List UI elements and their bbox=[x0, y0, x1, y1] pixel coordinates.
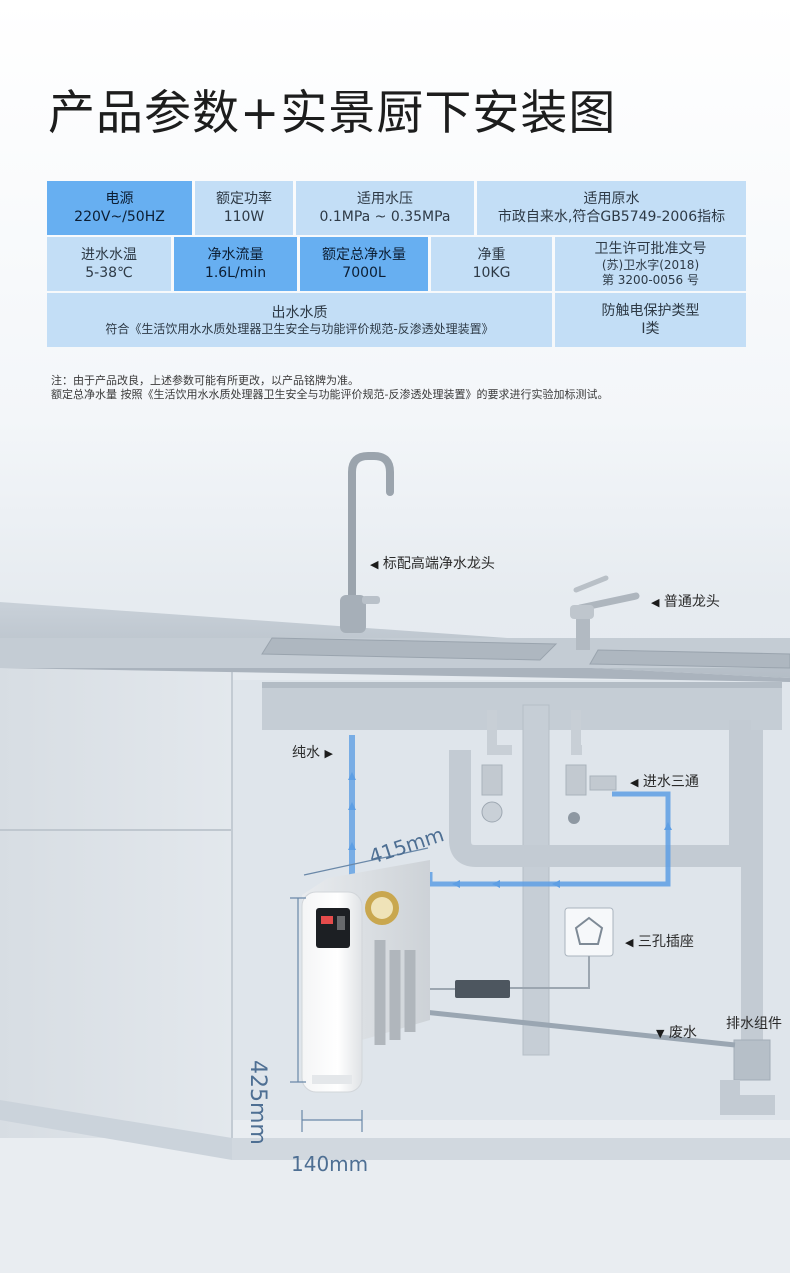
spec-pressure: 适用水压 0.1MPa ~ 0.35MPa bbox=[296, 181, 474, 235]
pointer-icon: ◀ bbox=[370, 558, 379, 571]
supply-valve-right bbox=[565, 710, 617, 824]
spec-label: 额定总净水量 bbox=[322, 247, 406, 263]
callout-normal-faucet: ◀ 普通龙头 bbox=[651, 591, 720, 611]
callout-socket: ◀ 三孔插座 bbox=[625, 931, 694, 951]
callout-label: 纯水 bbox=[292, 745, 320, 761]
callout-label: 普通龙头 bbox=[663, 594, 720, 610]
drain-fitting bbox=[733, 1039, 771, 1081]
spec-value: 1.6L/min bbox=[204, 265, 267, 281]
note-line: 额定总净水量 按照《生活饮用水水质处理器卫生安全与功能评价规范-反渗透处理装置》… bbox=[51, 388, 609, 401]
sink-bowl bbox=[262, 682, 782, 730]
spec-value: 10KG bbox=[472, 265, 511, 281]
spec-label: 出水水质 bbox=[271, 304, 328, 321]
pointer-icon: ▼ bbox=[656, 1027, 665, 1040]
spec-shock-class: 防触电保护类型 I类 bbox=[555, 293, 746, 347]
callout-inlet-tee: ◀ 进水三通 bbox=[630, 771, 699, 791]
spec-label: 适用原水 bbox=[583, 191, 640, 207]
spec-flow: 净水流量 1.6L/min bbox=[174, 237, 297, 291]
callout-pure-faucet: ◀ 标配高端净水龙头 bbox=[370, 553, 495, 573]
pure-water-faucet bbox=[340, 452, 394, 633]
pointer-icon: ▶ bbox=[324, 747, 333, 760]
spec-weight: 净重 10KG bbox=[431, 237, 552, 291]
spec-total-volume: 额定总净水量 7000L bbox=[300, 237, 428, 291]
spec-raw-water: 适用原水 市政自来水,符合GB5749-2006指标 bbox=[477, 181, 746, 235]
callout-label: 排水组件 bbox=[726, 1016, 782, 1032]
dimension-height: 425mm bbox=[245, 1060, 270, 1145]
spec-value: 7000L bbox=[342, 265, 386, 281]
dimension-width: 140mm bbox=[291, 1152, 369, 1176]
installation-illustration bbox=[0, 452, 790, 1273]
spec-label: 电源 bbox=[105, 191, 134, 207]
callout-waste-water: ▼ 废水 bbox=[656, 1022, 697, 1042]
spec-label: 进水水温 bbox=[81, 247, 137, 263]
sink-left bbox=[261, 637, 558, 661]
callout-label: 进水三通 bbox=[642, 774, 699, 790]
power-adapter bbox=[455, 980, 510, 998]
pointer-icon: ◀ bbox=[651, 596, 660, 609]
pointer-icon: ◀ bbox=[625, 936, 634, 949]
socket-icon bbox=[564, 907, 614, 957]
callout-drain: 排水组件 bbox=[726, 1013, 782, 1033]
spec-value: 220V~/50HZ bbox=[74, 209, 165, 225]
spec-value-line1: (苏)卫水字(2018) bbox=[601, 258, 700, 272]
spec-value: 符合《生活饮用水水质处理器卫生安全与功能评价规范-反渗透处理装置》 bbox=[105, 321, 494, 336]
callout-label: 废水 bbox=[668, 1025, 697, 1041]
spec-label: 适用水压 bbox=[357, 191, 413, 207]
note-line: 注：由于产品改良，上述参数可能有所更改，以产品铭牌为准。 bbox=[51, 374, 359, 387]
spec-license: 卫生许可批准文号 (苏)卫水字(2018) 第 3200-0056 号 bbox=[555, 237, 746, 291]
spec-value: 110W bbox=[223, 209, 265, 225]
spec-value: 市政自来水,符合GB5749-2006指标 bbox=[497, 209, 726, 225]
purifier-device bbox=[301, 860, 430, 1093]
drain-pipe-center bbox=[522, 704, 550, 1056]
pointer-icon: ◀ bbox=[630, 776, 639, 789]
page-title: 产品参数+实景厨下安装图 bbox=[48, 86, 617, 141]
spec-value: 0.1MPa ~ 0.35MPa bbox=[319, 209, 451, 225]
callout-pure-water: 纯水 ▶ bbox=[292, 742, 333, 762]
spec-label: 防触电保护类型 bbox=[601, 303, 700, 319]
spec-power-source: 电源 220V~/50HZ bbox=[47, 181, 192, 235]
left-cabinet bbox=[0, 668, 232, 1138]
spec-value: I类 bbox=[641, 321, 660, 337]
callout-label: 标配高端净水龙头 bbox=[382, 556, 495, 572]
notes: 注：由于产品改良，上述参数可能有所更改，以产品铭牌为准。 额定总净水量 按照《生… bbox=[51, 374, 608, 402]
spec-inlet-temp: 进水水温 5-38℃ bbox=[47, 237, 171, 291]
normal-faucet bbox=[570, 575, 640, 650]
spec-rated-power: 额定功率 110W bbox=[195, 181, 293, 235]
waste-water-pipe bbox=[404, 1007, 736, 1048]
spec-label: 净水流量 bbox=[207, 247, 264, 263]
spec-quality: 出水水质 符合《生活饮用水水质处理器卫生安全与功能评价规范-反渗透处理装置》 bbox=[47, 293, 552, 347]
dimension-lines bbox=[290, 847, 429, 1132]
spec-label: 净重 bbox=[477, 247, 506, 263]
spec-label: 额定功率 bbox=[216, 191, 272, 207]
supply-valve-left bbox=[481, 710, 512, 823]
spec-value-line2: 第 3200-0056 号 bbox=[601, 273, 700, 287]
spec-label: 卫生许可批准文号 bbox=[594, 241, 707, 257]
spec-value: 5-38℃ bbox=[85, 265, 133, 281]
callout-label: 三孔插座 bbox=[637, 934, 694, 950]
sink-right bbox=[589, 649, 790, 669]
spec-table: 电源 220V~/50HZ 额定功率 110W 适用水压 0.1MPa ~ 0.… bbox=[47, 181, 746, 347]
